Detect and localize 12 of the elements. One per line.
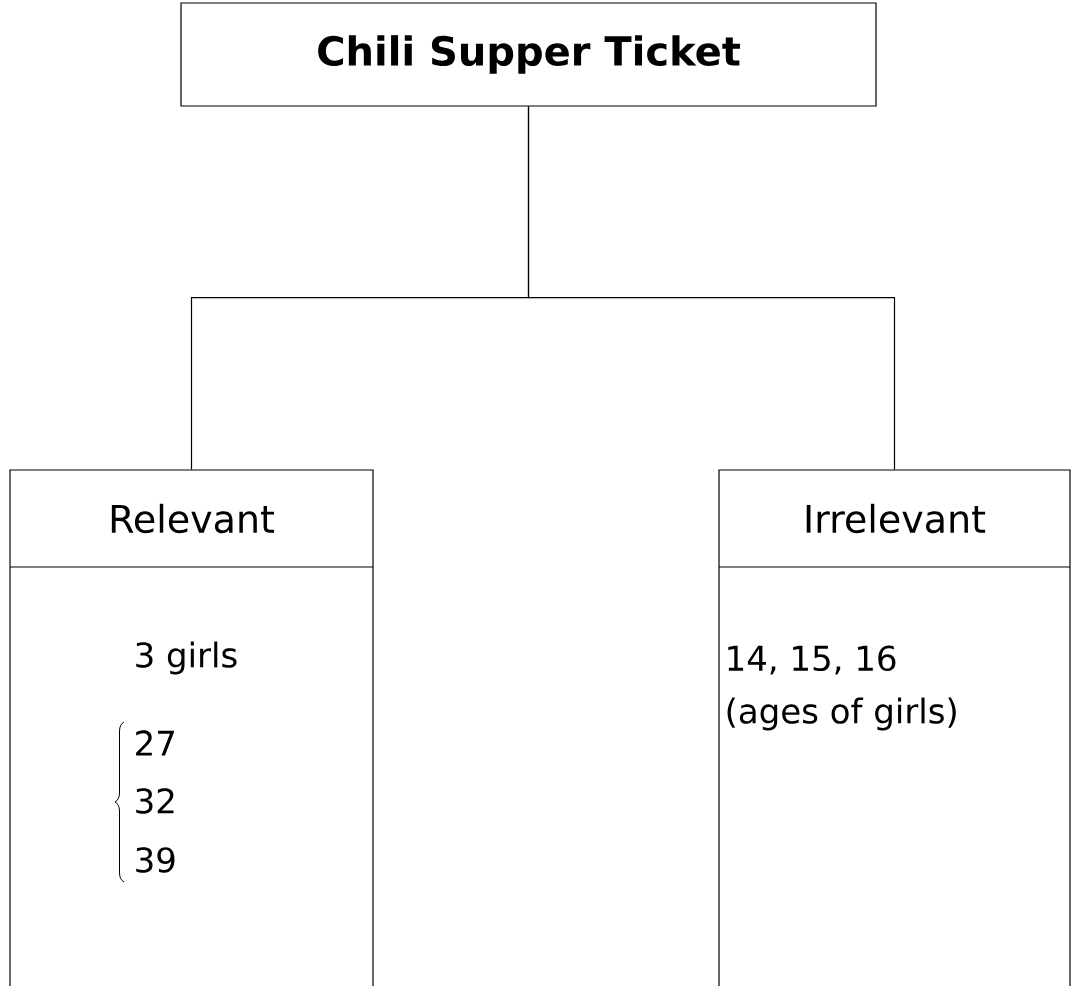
column-box bbox=[9, 469, 374, 986]
column-box bbox=[718, 469, 1071, 986]
connector-line bbox=[527, 106, 896, 470]
body-text: (ages of girls) bbox=[727, 697, 956, 731]
body-text: 3 girls bbox=[136, 641, 237, 675]
column-heading: Relevant bbox=[111, 503, 275, 534]
column-heading: Irrelevant bbox=[806, 503, 986, 534]
title-box: Chili Supper Ticket bbox=[180, 2, 877, 107]
body-text: 27 bbox=[136, 730, 174, 756]
body-text: 32 bbox=[136, 788, 174, 814]
body-text: 14, 15, 16 bbox=[728, 645, 896, 675]
body-text: 39 bbox=[136, 847, 175, 873]
